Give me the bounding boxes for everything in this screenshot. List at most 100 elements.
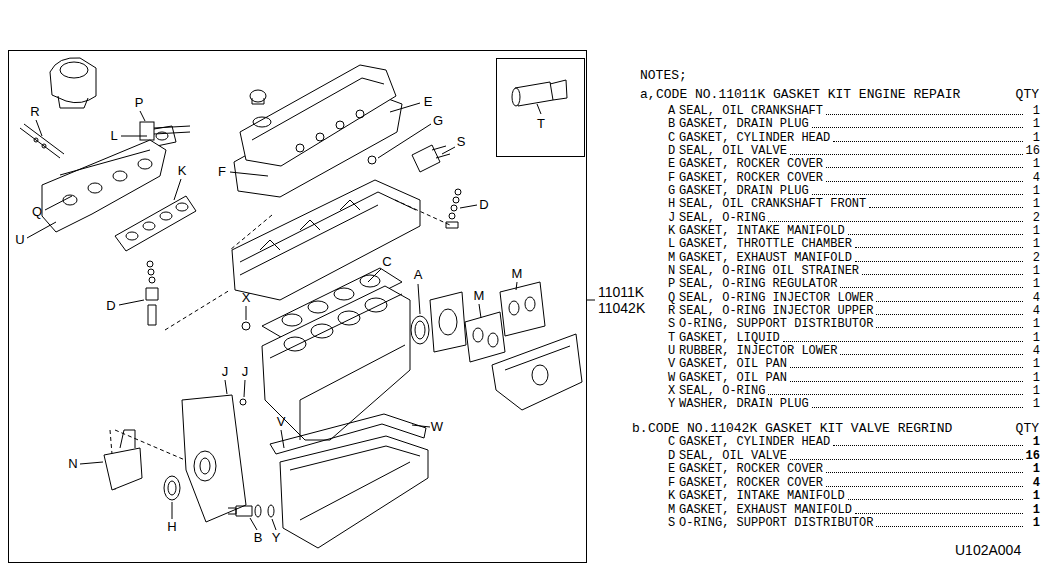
callout-letter: L — [110, 129, 117, 143]
part-qty: 1 — [1026, 372, 1040, 385]
part-letter: U — [668, 345, 679, 358]
part-qty: 2 — [1026, 212, 1040, 225]
part-name: SEAL, OIL VALVE — [679, 450, 787, 463]
parts-row: QSEAL, O-RING INJECTOR LOWER4 — [668, 292, 1040, 305]
parts-row: SO-RING, SUPPORT DISTRIBUTOR1 — [668, 517, 1040, 530]
parts-row: DSEAL, OIL VALVE16 — [668, 450, 1040, 463]
part-name: SEAL, O-RING INJECTOR UPPER — [679, 305, 873, 318]
parts-row: LGASKET, THROTTLE CHAMBER1 — [668, 238, 1040, 251]
callout-letter: H — [167, 520, 176, 534]
dot-leader — [790, 459, 1023, 460]
part-letter: C — [668, 436, 679, 449]
part-qty: 1 — [1026, 185, 1040, 198]
part-letter: N — [668, 265, 679, 278]
part-qty: 1 — [1026, 332, 1040, 345]
part-qty: 4 — [1026, 172, 1040, 185]
part-name: SEAL, O-RING OIL STRAINER — [679, 265, 859, 278]
part-name: GASKET, OIL PAN — [679, 372, 787, 385]
parts-row: MGASKET, EXHAUST MANIFOLD2 — [668, 252, 1040, 265]
part-name: SEAL, OIL CRANKSHAFT — [679, 105, 823, 118]
parts-row: HSEAL, OIL CRANKSHAFT FRONT1 — [668, 198, 1040, 211]
parts-row: EGASKET, ROCKER COVER1 — [668, 158, 1040, 171]
drawing-number: U102A004 — [955, 542, 1021, 558]
dot-leader — [812, 127, 1023, 128]
parts-row: VGASKET, OIL PAN1 — [668, 358, 1040, 371]
parts-row: PSEAL, O-RING REGULATOR1 — [668, 278, 1040, 291]
part-letter: S — [668, 517, 679, 530]
part-qty: 1 — [1026, 225, 1040, 238]
callout-letter: A — [414, 268, 423, 282]
inset-box: T — [496, 58, 585, 157]
part-letter: K — [668, 490, 679, 503]
part-letter: X — [668, 385, 679, 398]
parts-row: KGASKET, INTAKE MANIFOLD1 — [668, 490, 1040, 503]
list-letter: a, — [640, 87, 656, 102]
callout-letter: R — [30, 105, 39, 119]
part-letter: E — [668, 463, 679, 476]
part-name: GASKET, DRAIN PLUG — [679, 118, 809, 131]
dot-leader — [876, 314, 1023, 315]
part-letter: M — [668, 504, 679, 517]
part-qty: 1 — [1026, 398, 1040, 411]
part-letter: W — [668, 372, 679, 385]
dot-leader — [869, 207, 1023, 208]
dot-leader — [855, 513, 1023, 514]
part-letter: B — [668, 118, 679, 131]
part-name: O-RING, SUPPORT DISTRIBUTOR — [679, 517, 873, 530]
part-letter: H — [668, 198, 679, 211]
part-letter: K — [668, 225, 679, 238]
part-qty: 1 — [1026, 118, 1040, 131]
callout-letter: J — [222, 365, 229, 379]
dot-leader — [826, 486, 1023, 487]
part-letter: Q — [668, 292, 679, 305]
part-name: GASKET, CYLINDER HEAD — [679, 132, 830, 145]
dot-leader — [826, 181, 1023, 182]
callout-letter: V — [277, 415, 286, 429]
dot-leader — [790, 367, 1023, 368]
callout-letter: Q — [32, 205, 42, 219]
part-qty: 1 — [1026, 490, 1040, 503]
callout-letter: G — [433, 114, 443, 128]
dot-leader — [833, 141, 1023, 142]
part-qty: 1 — [1026, 318, 1040, 331]
list-letter: b. — [632, 421, 648, 436]
callout-letter: Y — [272, 531, 281, 545]
part-qty: 1 — [1026, 436, 1040, 449]
qty-heading: QTY — [1016, 421, 1039, 436]
parts-row: DSEAL, OIL VALVE16 — [668, 145, 1040, 158]
callout-letter: X — [242, 291, 251, 305]
parts-row: EGASKET, ROCKER COVER1 — [668, 463, 1040, 476]
kit-code: 11042K — [598, 300, 645, 316]
part-letter: C — [668, 132, 679, 145]
part-name: GASKET, EXHAUST MANIFOLD — [679, 252, 852, 265]
parts-row: FGASKET, ROCKER COVER4 — [668, 477, 1040, 490]
part-letter: E — [668, 158, 679, 171]
callout-letter: M — [512, 267, 523, 281]
dot-leader — [826, 114, 1023, 115]
part-name: WASHER, DRAIN PLUG — [679, 398, 809, 411]
notes-heading: NOTES; — [640, 68, 687, 83]
part-letter: D — [668, 450, 679, 463]
part-letter: R — [668, 305, 679, 318]
dot-leader — [848, 499, 1023, 500]
part-letter: V — [668, 358, 679, 371]
part-name: GASKET, ROCKER COVER — [679, 158, 823, 171]
callout-letter: P — [135, 96, 144, 110]
parts-row: WGASKET, OIL PAN 1 — [668, 372, 1040, 385]
part-name: SEAL, OIL VALVE — [679, 145, 787, 158]
callout-letter: F — [218, 165, 226, 179]
part-qty: 1 — [1026, 463, 1040, 476]
parts-row: CGASKET, CYLINDER HEAD1 — [668, 132, 1040, 145]
dot-leader — [768, 221, 1023, 222]
part-letter: L — [668, 238, 679, 251]
part-qty: 4 — [1026, 345, 1040, 358]
part-letter: G — [668, 185, 679, 198]
part-name: SEAL, O-RING REGULATOR — [679, 278, 837, 291]
part-name: GASKET, EXHAUST MANIFOLD — [679, 504, 852, 517]
part-letter: M — [668, 252, 679, 265]
callout-letter: E — [424, 95, 433, 109]
kit-title: CODE NO.11011K GASKET KIT ENGINE REPAIR — [656, 87, 960, 102]
part-qty: 1 — [1026, 278, 1040, 291]
part-qty: 4 — [1026, 477, 1040, 490]
